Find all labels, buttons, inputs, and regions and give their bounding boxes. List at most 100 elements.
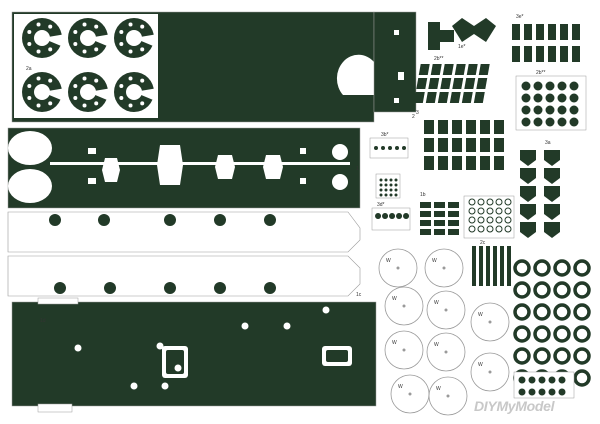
rivet-dot (569, 117, 579, 127)
floor-hole (130, 382, 138, 390)
tread-plate (464, 78, 476, 89)
track-segment (480, 156, 490, 170)
small-rivet (388, 146, 392, 150)
small-ring (468, 216, 476, 224)
tread-plate (416, 78, 428, 89)
part-label-2c: 2c (480, 240, 486, 246)
small-ring (477, 225, 485, 233)
rivet-dot (545, 81, 555, 91)
wheel-rim (553, 259, 571, 277)
wheel-rim (533, 347, 551, 365)
mudguard (544, 204, 560, 220)
wheel-hole (104, 282, 116, 294)
wheel-label: W (436, 386, 441, 392)
tread-plate (461, 92, 473, 103)
small-rivet (379, 183, 383, 187)
wheel-hole (98, 214, 110, 226)
small-rivet (395, 146, 399, 150)
rivet-dot (557, 117, 567, 127)
gear-tooth (94, 78, 99, 83)
gear-tooth (36, 76, 41, 81)
wheel-hole (164, 282, 176, 294)
tread-plates-grid (413, 64, 490, 103)
mudguard (544, 186, 560, 202)
track-link (536, 24, 544, 40)
small-ring (495, 207, 503, 215)
bottom-rivet (528, 376, 536, 384)
mudguard (544, 222, 560, 238)
bottom-rivets (518, 376, 566, 396)
gear-cutout (134, 34, 158, 48)
wheel-label: W (432, 258, 437, 264)
rivet-dot (521, 105, 531, 115)
small-rivet (381, 146, 385, 150)
gear-tooth (48, 101, 53, 106)
gear-tooth (82, 49, 87, 54)
bottom-rivet (548, 376, 556, 384)
track-pins (472, 246, 511, 286)
track-pin (507, 246, 511, 286)
part-label-2b-a: 2b** (434, 56, 444, 62)
wheel-label: W (392, 296, 397, 302)
gear-tooth (119, 30, 124, 35)
track-link (548, 46, 556, 62)
track-link (548, 24, 556, 40)
small-rivet (389, 178, 393, 182)
gear-tooth (128, 76, 133, 81)
wheel-rim (573, 325, 591, 343)
part-label-1: 1 (356, 166, 359, 172)
slot (448, 220, 459, 226)
small-ring (486, 216, 494, 224)
wheel-center (402, 304, 406, 308)
rivet-dot (569, 81, 579, 91)
gear-tooth (119, 41, 124, 46)
wheel-center (408, 392, 412, 396)
wheel-center (488, 320, 492, 324)
mudguard (520, 150, 536, 166)
rivet-dot (533, 81, 543, 91)
bottom-rivet (518, 376, 526, 384)
wheel-rim (533, 325, 551, 343)
wheel-label: W (478, 312, 483, 318)
small-rivet (389, 183, 393, 187)
rivet-dot (557, 105, 567, 115)
wheel-rim (513, 347, 531, 365)
rivet-dot (533, 105, 543, 115)
rivet-dots (521, 81, 579, 127)
gear-tooth (94, 101, 99, 106)
wheel-center (396, 266, 400, 270)
slot-grid (420, 202, 459, 235)
wheel-rim (573, 281, 591, 299)
wheel-label: W (478, 362, 483, 368)
bottom-rivet (548, 388, 556, 396)
part-label-2a: 2a (26, 66, 32, 72)
gear-tooth (48, 47, 53, 52)
wheel-rims (513, 259, 591, 387)
wheel-center (488, 370, 492, 374)
small-rivet (379, 188, 383, 192)
rivet-dot (569, 105, 579, 115)
gear-tooth (82, 22, 87, 27)
floor-hole (241, 322, 249, 330)
mudguard (520, 186, 536, 202)
tread-plate (425, 92, 437, 103)
wheel-rim (553, 325, 571, 343)
slot (448, 229, 459, 235)
part-label-3: 3 (416, 110, 419, 116)
track-link (536, 46, 544, 62)
hull-floor-part (11, 297, 377, 413)
small-rivet (384, 193, 388, 197)
small-rivet (379, 193, 383, 197)
tread-plate (442, 64, 454, 75)
track-segment (466, 138, 476, 152)
wheel-rim (533, 259, 551, 277)
slot (420, 220, 431, 226)
gear-tooth (94, 24, 99, 29)
wheel-label: W (434, 300, 439, 306)
rivet-dot (545, 117, 555, 127)
gear-tooth (119, 84, 124, 89)
road-wheel-holes (49, 214, 276, 294)
mudguard (520, 204, 536, 220)
wheel-label: W (434, 342, 439, 348)
